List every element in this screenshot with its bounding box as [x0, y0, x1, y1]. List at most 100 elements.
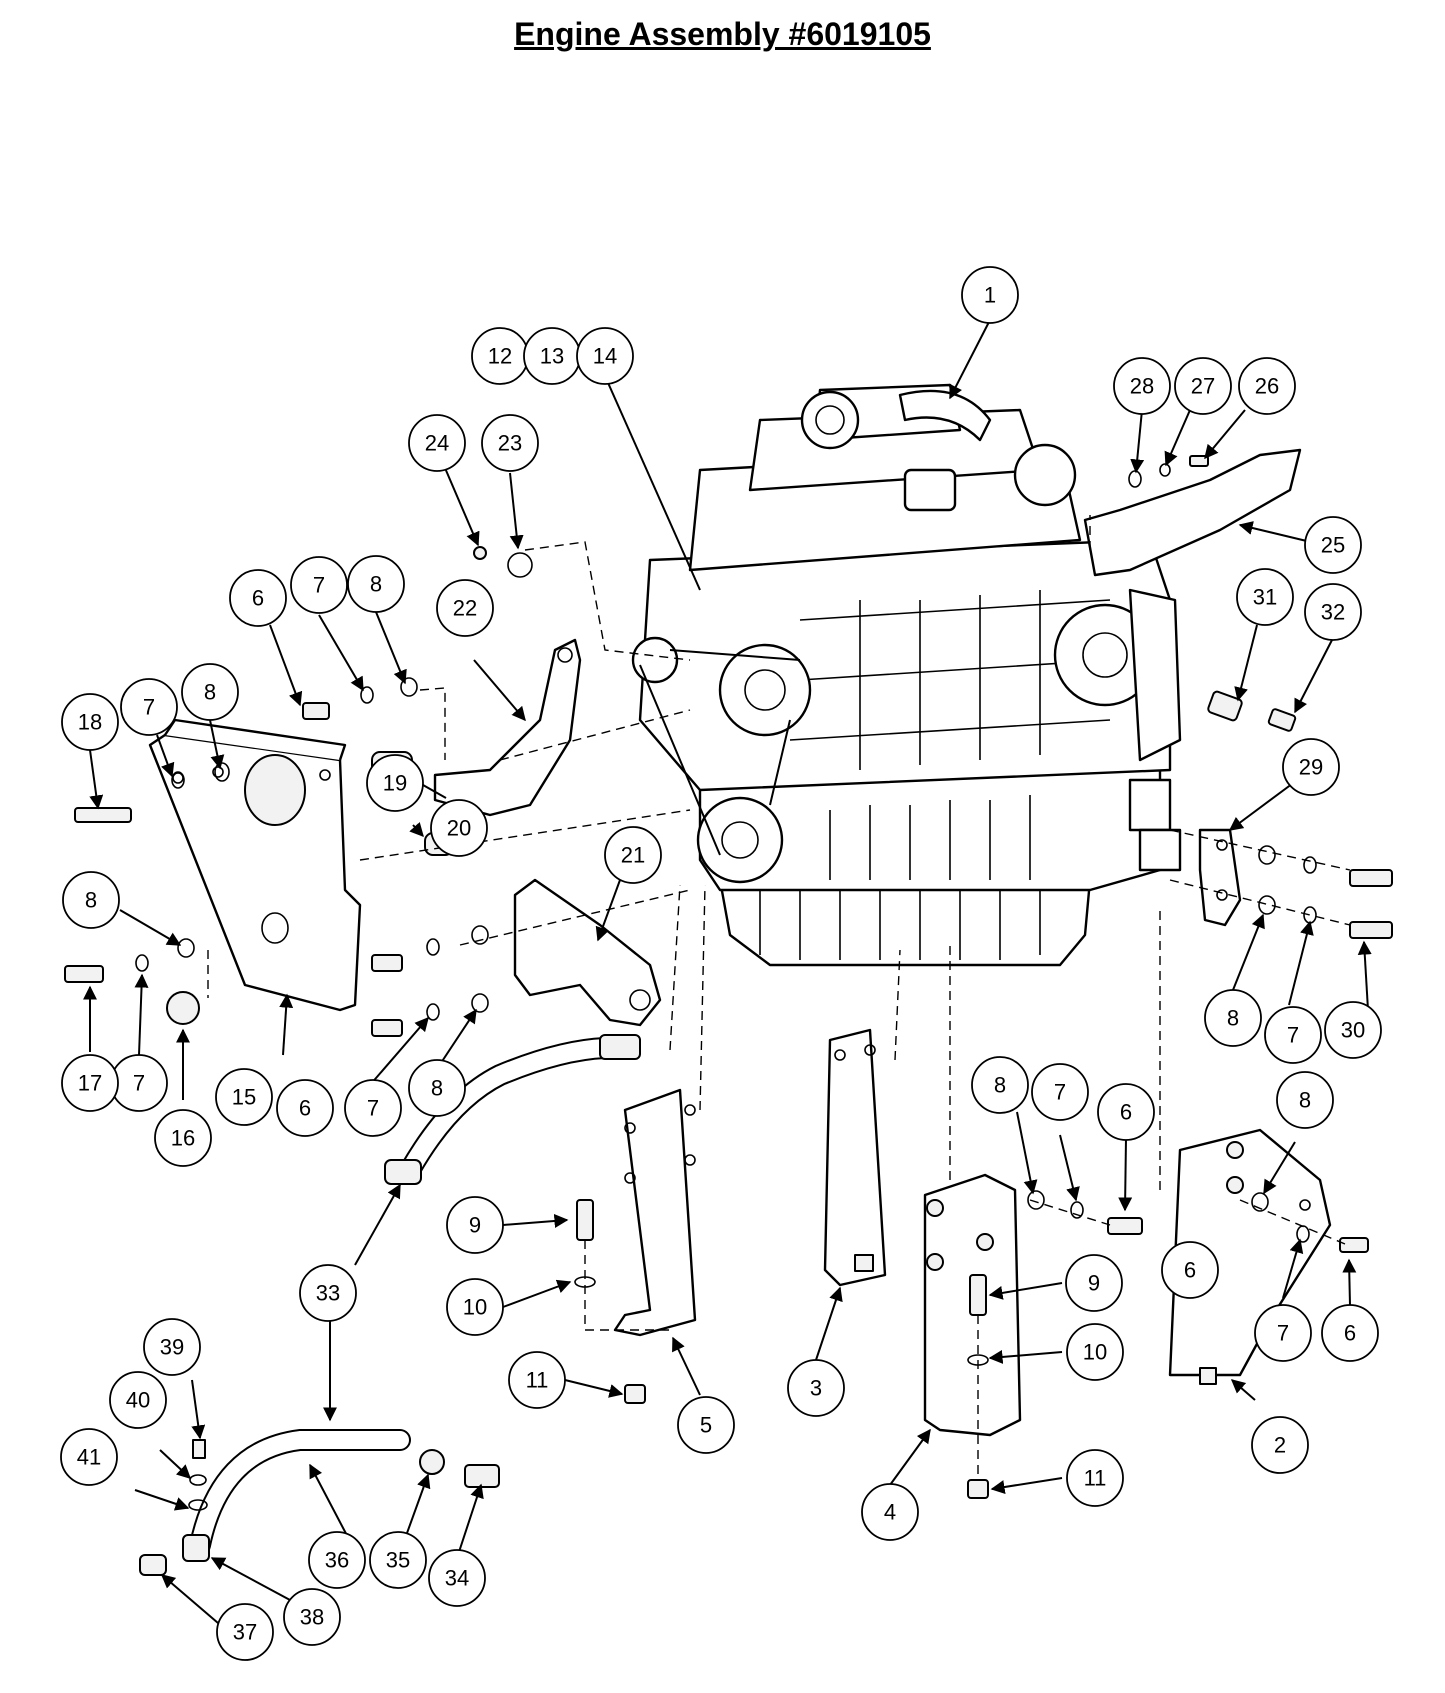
part-24-nut — [473, 546, 487, 560]
callout-circle — [276, 1079, 334, 1137]
part-16-plug — [166, 991, 200, 1025]
callout-26: 26 — [1238, 357, 1296, 415]
callout-16: 16 — [154, 1109, 212, 1167]
callout-circle — [787, 1359, 845, 1417]
callout-37: 37 — [216, 1603, 274, 1661]
callout-circle — [61, 1054, 119, 1112]
callout-circle — [428, 1549, 486, 1607]
callout-circle — [61, 693, 119, 751]
callout-1: 1 — [961, 266, 1019, 324]
callout-6: 6 — [1097, 1083, 1155, 1141]
callout-32: 32 — [1304, 583, 1362, 641]
part-33-valve — [599, 1034, 641, 1060]
callout-circle — [1321, 1304, 1379, 1362]
callout-circle — [1264, 1006, 1322, 1064]
callout-40: 40 — [109, 1371, 167, 1429]
callout-21: 21 — [604, 826, 662, 884]
callout-number: 8 — [1227, 1006, 1239, 1031]
part-15-cover-plate — [148, 718, 362, 1012]
callout-11: 11 — [1066, 1449, 1124, 1507]
part-37-plug — [139, 1554, 167, 1576]
callout-circle — [299, 1264, 357, 1322]
callout-circle — [430, 799, 488, 857]
engine-block — [631, 383, 1182, 967]
callout-circle — [1251, 1416, 1309, 1474]
callout-number: 4 — [884, 1500, 896, 1525]
callout-number: 32 — [1321, 600, 1345, 625]
callout-number: 13 — [540, 344, 564, 369]
callout-5: 5 — [677, 1396, 735, 1454]
callout-13: 13 — [523, 327, 581, 385]
callout-number: 8 — [204, 680, 216, 705]
part-36-hose — [189, 1429, 411, 1556]
callout-31: 31 — [1236, 568, 1294, 626]
part-35-clamp — [419, 1449, 445, 1475]
callout-25: 25 — [1304, 516, 1362, 574]
callout-17: 17 — [61, 1054, 119, 1112]
part-33-fitting — [384, 1159, 422, 1185]
callout-circle — [508, 1351, 566, 1409]
callout-circle — [961, 266, 1019, 324]
callout-number: 8 — [85, 888, 97, 913]
callout-number: 6 — [1120, 1100, 1132, 1125]
part-39-bolt — [192, 1439, 206, 1459]
callout-34: 34 — [428, 1549, 486, 1607]
callout-6: 6 — [229, 569, 287, 627]
callout-circle — [181, 663, 239, 721]
callout-36: 36 — [308, 1531, 366, 1589]
callout-8: 8 — [408, 1059, 466, 1117]
callout-circle — [1276, 1071, 1334, 1129]
callout-number: 1 — [984, 283, 996, 308]
callout-10: 10 — [1066, 1323, 1124, 1381]
callout-circle — [308, 1531, 366, 1589]
part-3-mount — [823, 1028, 887, 1287]
callout-10: 10 — [446, 1278, 504, 1336]
callout-27: 27 — [1174, 357, 1232, 415]
callout-circle — [1031, 1063, 1089, 1121]
part-22-bracket — [433, 638, 582, 817]
callout-circle — [1282, 738, 1340, 796]
callout-circle — [604, 826, 662, 884]
callout-number: 6 — [299, 1096, 311, 1121]
part-31-fitting — [1207, 690, 1243, 722]
callout-number: 22 — [453, 596, 477, 621]
callout-number: 14 — [593, 344, 617, 369]
callout-9: 9 — [446, 1196, 504, 1254]
callout-number: 8 — [1299, 1088, 1311, 1113]
callout-number: 10 — [1083, 1340, 1107, 1365]
callout-8: 8 — [1276, 1071, 1334, 1129]
callout-38: 38 — [283, 1588, 341, 1646]
part-40-washer — [189, 1474, 207, 1486]
callout-20: 20 — [430, 799, 488, 857]
callout-circle — [290, 556, 348, 614]
callout-circle — [1066, 1323, 1124, 1381]
callout-circle — [1174, 357, 1232, 415]
callout-33: 33 — [299, 1264, 357, 1322]
callout-number: 7 — [1277, 1321, 1289, 1346]
part-25-bracket — [1083, 448, 1302, 577]
callout-circle — [1304, 516, 1362, 574]
callout-circle — [1204, 989, 1262, 1047]
callout-number: 30 — [1341, 1018, 1365, 1043]
callout-circle — [861, 1483, 919, 1541]
callout-22: 22 — [436, 579, 494, 637]
callout-circle — [369, 1531, 427, 1589]
callout-number: 3 — [810, 1376, 822, 1401]
callout-number: 16 — [171, 1126, 195, 1151]
callout-23: 23 — [481, 414, 539, 472]
part-3-stud — [854, 1254, 874, 1272]
callout-number: 8 — [994, 1073, 1006, 1098]
callout-7: 7 — [110, 1054, 168, 1112]
part-32-sensor — [1267, 708, 1297, 732]
callout-number: 7 — [313, 573, 325, 598]
callout-circle — [971, 1056, 1029, 1114]
callout-7: 7 — [1031, 1063, 1089, 1121]
callout-number: 6 — [1184, 1258, 1196, 1283]
callout-number: 7 — [133, 1071, 145, 1096]
callout-circle — [408, 1059, 466, 1117]
callout-number: 40 — [126, 1388, 150, 1413]
callout-circle — [481, 414, 539, 472]
callout-circle — [1304, 583, 1362, 641]
